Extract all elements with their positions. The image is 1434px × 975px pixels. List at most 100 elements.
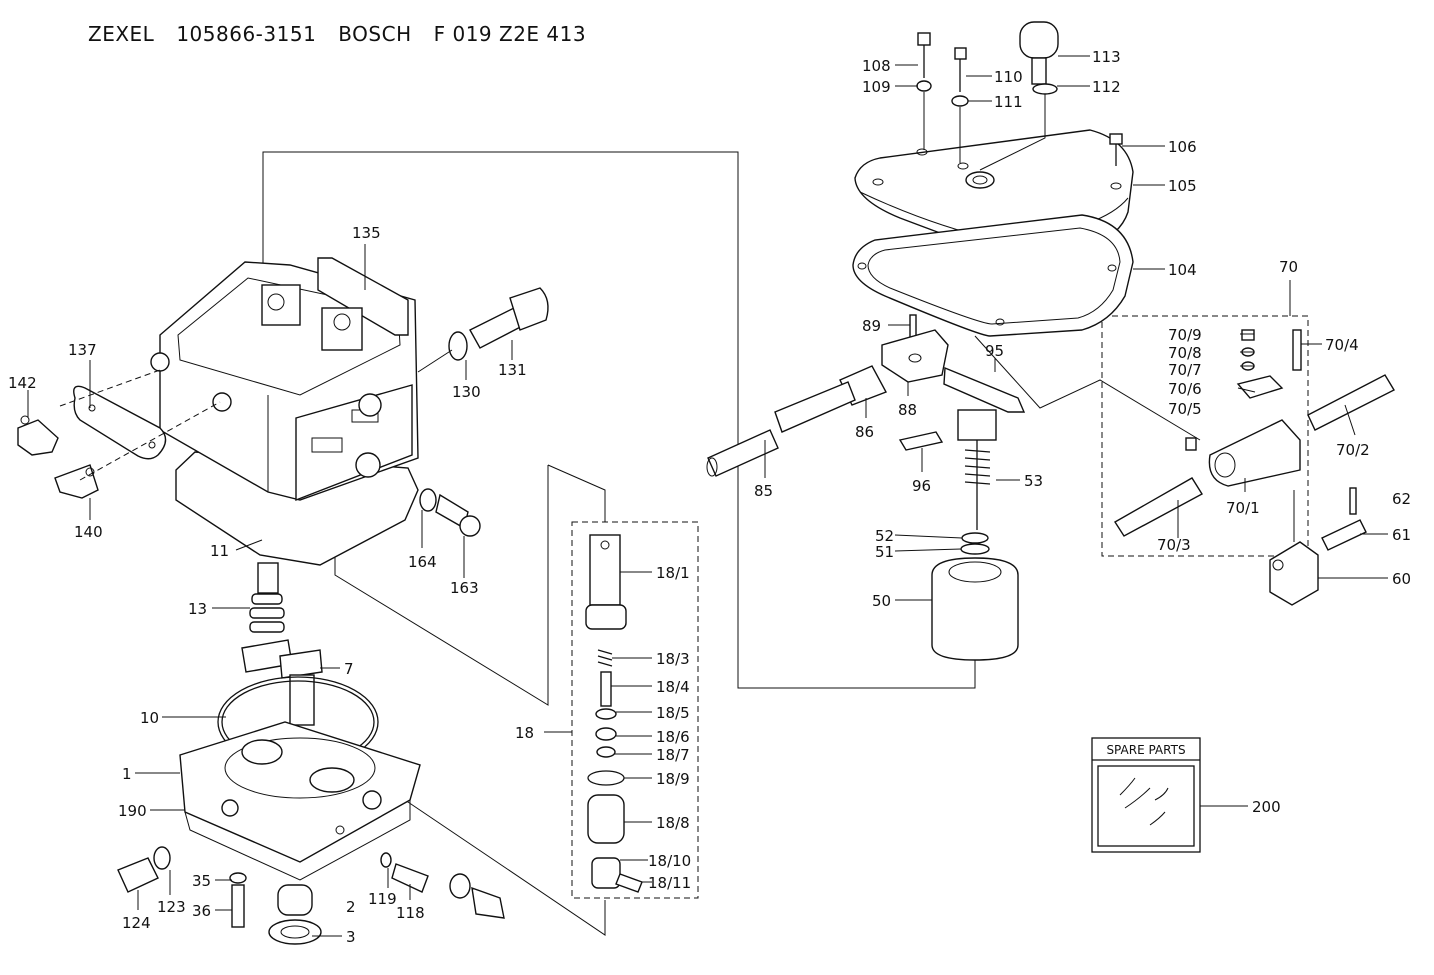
spare-parts-box: SPARE PARTS [1091,737,1201,853]
callout-95: 95 [985,342,1004,360]
callout-85: 85 [754,482,773,500]
callout-11: 11 [210,542,229,560]
washer-35 [229,872,247,884]
gasket [852,214,1134,337]
callout-70-5: 70/5 [1168,400,1202,418]
group-70-box [1101,315,1309,557]
callout-labels: 108 109 110 111 113 112 106 105 104 70 7… [8,48,1411,946]
screw-106 [1109,133,1123,145]
bracket-135 [317,257,409,336]
pin-62 [1349,487,1357,515]
callout-10: 10 [140,709,159,727]
screw-118 [391,863,429,893]
callout-135: 135 [352,224,381,242]
plug-124 [117,857,159,893]
callout-70: 70 [1279,258,1298,276]
shaft-86 [774,381,856,433]
callout-106: 106 [1168,138,1197,156]
callout-18-6: 18/6 [656,728,690,746]
callout-200: 200 [1252,798,1281,816]
callout-18-3: 18/3 [656,650,690,668]
callout-18-4: 18/4 [656,678,690,696]
o-ring-18-9 [587,770,625,786]
washer-112 [1032,83,1058,95]
callout-108: 108 [862,57,891,75]
cover-port [965,171,995,189]
callout-18-9: 18/9 [656,770,690,788]
callout-88: 88 [898,401,917,419]
callout-70-7: 70/7 [1168,361,1202,379]
callout-111: 111 [994,93,1023,111]
shaft-70-2 [1307,374,1395,431]
callout-35: 35 [192,872,211,890]
fork-95 [943,366,1026,413]
plate-70-6 [1236,375,1284,399]
shaft-85 [707,429,779,477]
bearing-2 [277,884,313,916]
cover-137 [73,385,167,460]
part-18-10 [591,857,621,889]
callout-118: 118 [396,904,425,922]
lever-88 [881,329,949,383]
gear-7-shaft [289,674,315,726]
callout-163: 163 [450,579,479,597]
callout-18-10: 18/10 [648,852,691,870]
callout-70-2: 70/2 [1336,441,1370,459]
part-18-4 [600,671,612,707]
lever-142 [17,419,59,456]
callout-123: 123 [157,898,186,916]
callout-137: 137 [68,341,97,359]
clip-96 [898,431,944,451]
callout-70-6: 70/6 [1168,380,1202,398]
housing-assembly [150,257,419,566]
screw-108 [917,32,931,46]
callout-2: 2 [346,898,356,916]
shaft-70-3 [1114,477,1203,537]
callout-164: 164 [408,553,437,571]
ring-51 [960,543,990,555]
callout-62: 62 [1392,490,1411,508]
callout-1: 1 [122,765,132,783]
callout-70-4: 70/4 [1325,336,1359,354]
bosch-part-number: F 019 Z2E 413 [433,22,587,46]
callout-86: 86 [855,423,874,441]
washer-164 [419,488,437,512]
side-cover-assembly [17,369,221,499]
callout-130: 130 [452,383,481,401]
housing-boss-2 [261,284,301,326]
washer-130 [448,331,468,361]
callout-50: 50 [872,592,891,610]
fittings [417,287,549,537]
washer-123 [153,846,171,870]
callout-18-1: 18/1 [656,564,690,582]
lever-140 [54,464,99,499]
callout-60: 60 [1392,570,1411,588]
pin-18-11 [615,873,643,893]
linkage-assembly [706,314,1026,661]
ring-3 [268,919,322,945]
leader-lines [27,55,1388,937]
callout-110: 110 [994,68,1023,86]
callout-18-8: 18/8 [656,814,690,832]
callout-109: 109 [862,78,891,96]
callout-7: 7 [344,660,354,678]
pin-70-4 [1292,329,1302,371]
block-53 [957,409,997,441]
callout-70-1: 70/1 [1226,499,1260,517]
callout-119: 119 [368,890,397,908]
screw-36 [231,884,245,928]
bracket-60 [1269,541,1319,606]
part-18-8 [587,794,625,844]
cap-113 [1019,21,1059,59]
screw-110 [954,47,967,60]
nut-111 [951,95,969,107]
callout-140: 140 [74,523,103,541]
bolt-131-head [509,287,549,331]
top-cover-assembly [852,21,1134,337]
pin-61 [1321,519,1367,551]
callout-70-9: 70/9 [1168,326,1202,344]
callout-18-7: 18/7 [656,746,690,764]
gear-7 [279,649,323,679]
